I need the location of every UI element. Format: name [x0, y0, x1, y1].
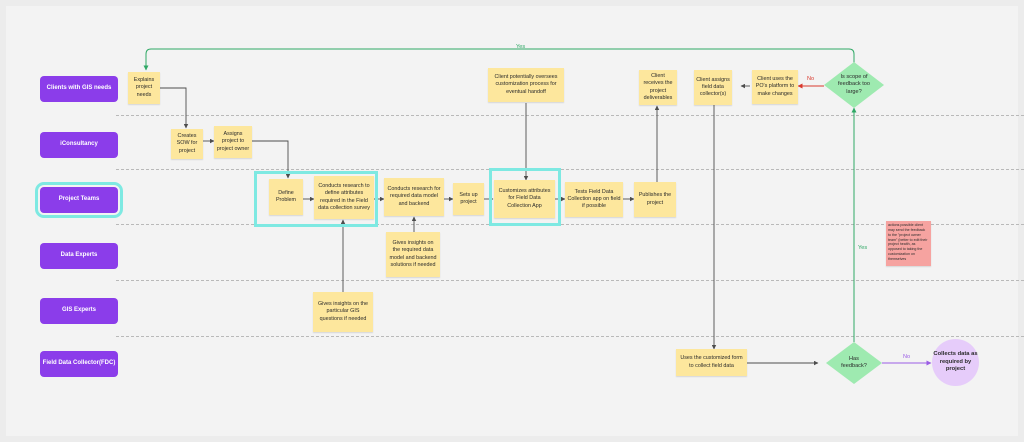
diagram-canvas: Clients with GIS needs iConsultancy Proj… — [6, 6, 1024, 436]
step-explains-needs[interactable]: Explains project needs — [128, 72, 160, 104]
arrow-yes-to-explains — [143, 48, 855, 71]
lane-label-data-experts[interactable]: Data Experts — [40, 243, 118, 269]
lane-divider — [116, 115, 1024, 116]
step-uses-form[interactable]: Uses the customized form to collect fiel… — [676, 349, 747, 376]
step-publishes-project[interactable]: Publishes the project — [634, 182, 676, 217]
lane-label-iconsultancy[interactable]: iConsultancy — [40, 132, 118, 158]
lane-label-project-teams[interactable]: Project Teams — [35, 182, 123, 218]
lane-label-fdc[interactable]: Field Data Collector(FDC) — [40, 351, 118, 377]
arrow-assign-to-define — [252, 140, 291, 179]
end-collects-data[interactable]: Collects data as required by project — [932, 339, 979, 386]
step-client-uses-platform[interactable]: Client uses the PO's platform to make ch… — [752, 70, 798, 104]
lane-divider — [116, 224, 1024, 225]
selection-highlight — [254, 171, 378, 227]
edge-label-yes-feedback: Yes — [858, 245, 868, 251]
connector-layer — [143, 48, 932, 366]
step-gis-insights[interactable]: Gives insights on the particular GIS que… — [313, 292, 373, 332]
edge-label-yes-top: Yes — [516, 44, 526, 50]
decision-label: Has feedback? — [841, 355, 867, 369]
lane-divider — [116, 336, 1024, 337]
step-client-assigns-fdc[interactable]: Client assigns field data collector(s) — [694, 70, 732, 105]
decision-label: Is scope of feedback too large? — [837, 74, 871, 95]
lane-divider — [116, 280, 1024, 281]
note-feedback[interactable]: actions possible client may send the fee… — [886, 221, 931, 266]
selection-highlight — [489, 168, 561, 226]
lane-divider — [116, 169, 1024, 170]
step-sets-up-project[interactable]: Sets up project — [453, 183, 484, 215]
step-client-oversees[interactable]: Client potentially oversees customizatio… — [488, 68, 564, 102]
step-define-problem[interactable]: Define Problem — [269, 179, 303, 215]
diamond-shape — [826, 342, 882, 384]
step-research-attributes[interactable]: Conducts research to define attributes r… — [314, 176, 374, 219]
arrow-explains-to-sow — [159, 87, 189, 129]
step-creates-sow[interactable]: Creates SOW for project — [171, 129, 203, 159]
step-research-backend[interactable]: Conducts research for required data mode… — [384, 178, 444, 216]
diamond-shape — [824, 62, 884, 108]
step-assigns-owner[interactable]: Assigns project to project owner — [214, 126, 252, 158]
step-tests-app[interactable]: Tests Field Data Collection app on field… — [565, 182, 623, 217]
lane-label-clients[interactable]: Clients with GIS needs — [40, 76, 118, 102]
step-client-receives[interactable]: Client receives the project deliverables — [639, 70, 677, 105]
edge-label-no-scope: No — [807, 76, 815, 82]
step-customizes-attributes[interactable]: Customizes attributes for Field Data Col… — [494, 180, 555, 218]
edge-label-no-feedback: No — [903, 354, 911, 360]
step-data-insights[interactable]: Gives insights on the required data mode… — [386, 232, 440, 277]
decision-scope-too-large[interactable]: Is scope of feedback too large? — [824, 62, 884, 108]
lane-label-gis-experts[interactable]: GIS Experts — [40, 298, 118, 324]
decision-has-feedback[interactable]: Has feedback? — [826, 342, 882, 384]
